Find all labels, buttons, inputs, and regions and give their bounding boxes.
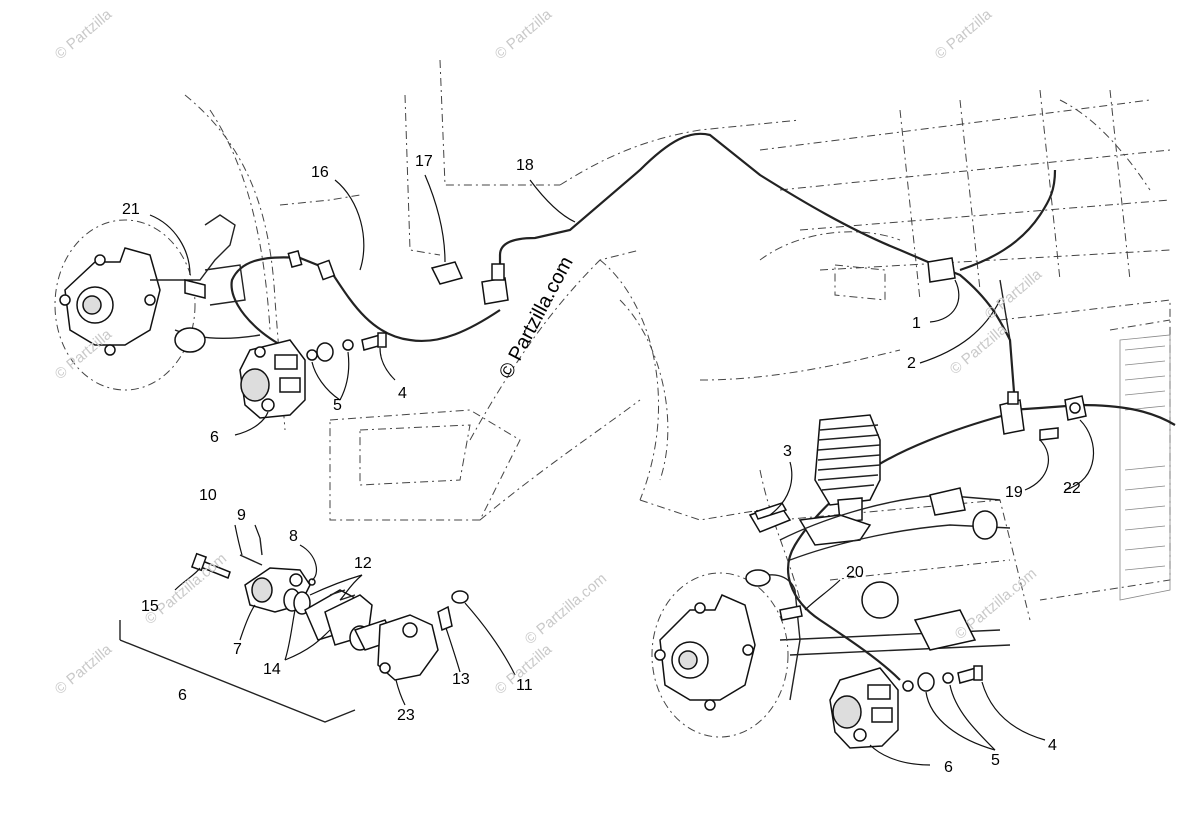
watermark-corner-tr: © Partzilla <box>932 6 996 64</box>
callout-14: 14 <box>263 661 281 678</box>
callout-6-right: 6 <box>944 759 953 776</box>
callout-15: 15 <box>141 598 159 615</box>
callout-10: 10 <box>199 487 217 504</box>
watermark-right-upper: © Partzilla <box>982 266 1046 324</box>
front-right-caliper <box>829 665 983 749</box>
callout-19: 19 <box>1005 484 1023 501</box>
front-left-hub <box>54 214 261 391</box>
callout-12: 12 <box>354 555 372 572</box>
callout-2: 2 <box>907 355 916 372</box>
shock-absorber <box>798 414 881 546</box>
right-control-arm <box>779 487 1011 656</box>
callout-4-right: 4 <box>1048 737 1057 754</box>
callout-1: 1 <box>912 315 921 332</box>
callout-21: 21 <box>122 201 140 218</box>
callout-9: 9 <box>237 507 246 524</box>
callout-16: 16 <box>311 164 329 181</box>
line-fittings <box>287 250 1087 533</box>
watermark-center: © Partzilla.com <box>495 253 578 382</box>
watermark-right-mid: © Partzilla.com <box>952 565 1040 643</box>
callout-labels: 1 2 3 4 4 5 5 6 6 6 7 8 9 10 11 12 13 14… <box>122 153 1081 776</box>
front-right-hub <box>651 569 803 738</box>
exploded-caliper <box>119 537 469 723</box>
front-left-caliper <box>239 332 387 419</box>
callout-6-left: 6 <box>210 429 219 446</box>
watermark-mid-bottom: © Partzilla.com <box>522 570 610 648</box>
watermark-bottom-left2: © Partzilla.com <box>142 550 230 628</box>
leader-lines <box>149 174 1095 766</box>
callout-3: 3 <box>783 443 792 460</box>
callout-6-bracket: 6 <box>178 687 187 704</box>
callout-7: 7 <box>233 641 242 658</box>
callout-11: 11 <box>516 677 533 694</box>
callout-17: 17 <box>415 153 433 170</box>
callout-23: 23 <box>397 707 415 724</box>
callout-18: 18 <box>516 157 534 174</box>
radiator-grille <box>1119 334 1171 601</box>
callout-20: 20 <box>846 564 864 581</box>
callout-5-right: 5 <box>991 752 1000 769</box>
watermark-corner-tl: © Partzilla <box>52 6 116 64</box>
callout-22: 22 <box>1063 480 1081 497</box>
brake-lines <box>230 132 1176 681</box>
callout-8: 8 <box>289 528 298 545</box>
callout-13: 13 <box>452 671 470 688</box>
vehicle-frame-outline <box>184 59 1171 621</box>
callout-4-left: 4 <box>398 385 407 402</box>
callout-5-left: 5 <box>333 397 342 414</box>
watermark-bottom-left: © Partzilla <box>52 641 116 699</box>
watermark-corner-tc: © Partzilla <box>492 6 556 64</box>
